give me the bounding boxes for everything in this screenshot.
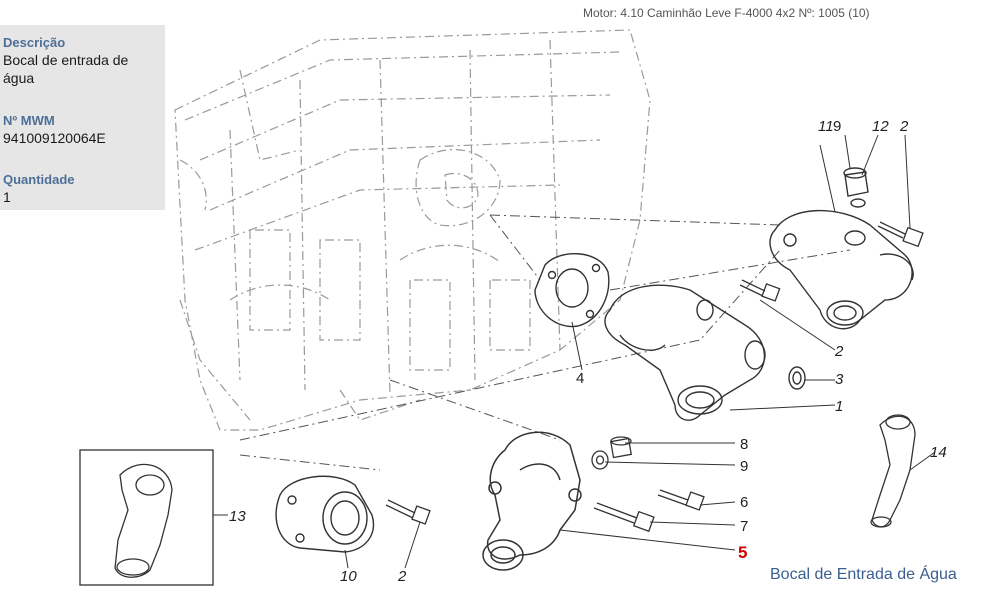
- part-10-connector: [275, 475, 375, 553]
- mwm-number-field: Nº MWM 941009120064E: [3, 113, 163, 147]
- engine-block-outline: [174, 29, 651, 431]
- callout-5-highlighted: 5: [738, 543, 747, 562]
- part-2-bolt-upper: [877, 221, 924, 248]
- callout-4: 4: [576, 370, 584, 387]
- part-1-thermostat-housing: [604, 284, 766, 421]
- quantity-label: Quantidade: [3, 172, 75, 187]
- diagram-caption: Bocal de Entrada de Água: [770, 566, 957, 583]
- callout-3: 3: [835, 371, 844, 388]
- assembly-center-lines: [239, 214, 851, 471]
- part-5-water-inlet: [482, 431, 582, 571]
- callout-9-lower: 9: [740, 458, 748, 475]
- part-11-water-outlet: [769, 209, 914, 330]
- part-2-bolt-lower: [385, 499, 431, 525]
- part-13-elbow-box: [79, 449, 214, 586]
- callout-2-middle: 2: [834, 343, 844, 360]
- part-14-hose: [870, 414, 916, 528]
- callout-2-upper: 2: [899, 118, 909, 135]
- callout-2-lower: 2: [397, 568, 407, 585]
- part-3-plug: [788, 366, 806, 390]
- part-6-bolt: [657, 489, 705, 511]
- part-9-washer: [591, 450, 609, 470]
- callout-8: 8: [740, 436, 748, 453]
- callout-10: 10: [340, 568, 357, 585]
- engine-info-header: Motor: 4.10 Caminhão Leve F-4000 4x2 Nº:…: [583, 6, 870, 20]
- callout-1: 1: [835, 398, 843, 415]
- part-7-bolt: [593, 502, 655, 533]
- part-8-plug: [609, 436, 633, 459]
- description-value: Bocal de entrada de água: [3, 52, 129, 86]
- description-field: Descrição Bocal de entrada de água: [3, 35, 163, 87]
- description-label: Descrição: [3, 35, 66, 50]
- quantity-field: Quantidade 1: [3, 172, 163, 206]
- part-4-gasket: [534, 253, 610, 328]
- callout-9-upper: 9: [833, 118, 841, 135]
- callout-12: 12: [872, 118, 889, 135]
- part-2-bolt-middle: [739, 279, 781, 302]
- callout-leader-lines: [213, 134, 936, 569]
- callout-7: 7: [740, 518, 748, 535]
- mwm-number-label: Nº MWM: [3, 113, 55, 128]
- callout-11: 11: [818, 118, 834, 135]
- mwm-number-value: 941009120064E: [3, 130, 106, 146]
- callout-13: 13: [229, 508, 246, 525]
- callout-14: 14: [930, 444, 947, 461]
- part-details-panel: Descrição Bocal de entrada de água Nº MW…: [0, 25, 165, 210]
- callout-6: 6: [740, 494, 748, 511]
- quantity-value: 1: [3, 189, 11, 205]
- part-12-plug: [843, 167, 869, 208]
